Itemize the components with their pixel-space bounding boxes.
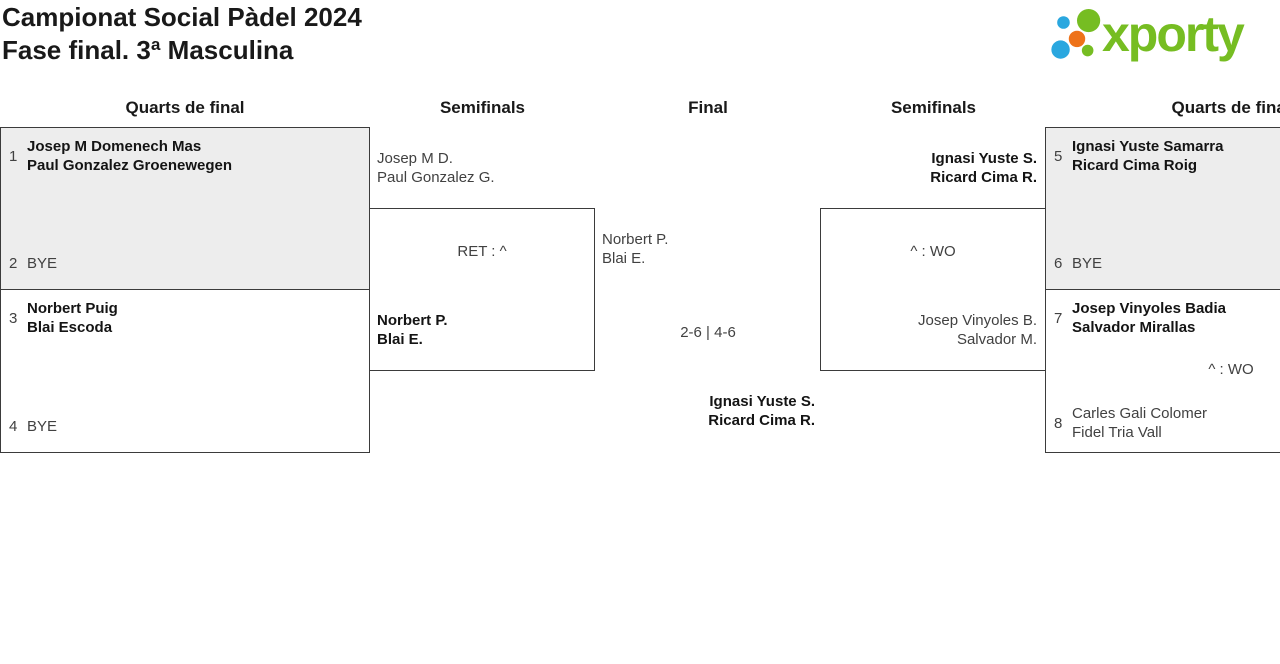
score-semifinal-right: ^ : WO — [910, 243, 956, 260]
logo-dot-blue-large — [1051, 40, 1070, 59]
player-name: Blai Escoda — [27, 319, 113, 336]
logo-dot-orange — [1068, 30, 1086, 48]
team-semifinal-left-top: Josep M D. Paul Gonzalez G. — [377, 149, 495, 187]
player-name: Norbert Puig — [27, 300, 118, 317]
player-name: Josep Vinyoles Badia — [1072, 300, 1226, 317]
player-name: Ricard Cima R. — [708, 412, 815, 429]
player-name: Ignasi Yuste Samarra — [1072, 138, 1224, 155]
player-name: Josep M Domenech Mas — [27, 138, 202, 155]
team-row: 7 Josep Vinyoles Badia Salvador Mirallas — [1054, 299, 1280, 337]
player-name: Josep M D. — [377, 150, 453, 167]
round-header-quarts-right: Quarts de final — [1171, 98, 1280, 117]
team-row: 3 Norbert Puig Blai Escoda — [9, 299, 363, 337]
player-name: Salvador Mirallas — [1072, 319, 1196, 336]
title-line-2: Fase final. 3ª Masculina — [2, 35, 294, 65]
team-row: 2 BYE — [9, 254, 363, 273]
seed-number: 7 — [1054, 309, 1063, 327]
seed-number: 4 — [9, 418, 18, 435]
match-box-qf-2[interactable]: 3 Norbert Puig Blai Escoda 4 BYE — [0, 289, 370, 453]
seed-number: 2 — [9, 255, 18, 272]
player-name: Josep Vinyoles B. — [918, 312, 1037, 329]
team-row: 8 Carles Gali Colomer Fidel Tria Vall — [1054, 404, 1280, 442]
round-header-semifinals-right: Semifinals — [890, 98, 977, 117]
player-name: Blai E. — [377, 331, 423, 348]
score-final: 2-6 | 4-6 — [680, 324, 736, 341]
bye-label: BYE — [27, 418, 58, 435]
player-name: Norbert P. — [377, 312, 448, 329]
team-row: 1 Josep M Domenech Mas Paul Gonzalez Gro… — [9, 137, 363, 175]
player-name: Ignasi Yuste S. — [931, 150, 1037, 167]
player-name: Salvador M. — [956, 331, 1037, 348]
player-name: Paul Gonzalez Groenewegen — [27, 157, 233, 174]
seed-number: 6 — [1054, 255, 1063, 272]
team-semifinal-right-bottom: Josep Vinyoles B. Salvador M. — [918, 311, 1037, 349]
player-name: Blai E. — [602, 250, 646, 267]
round-header-final: Final — [688, 98, 728, 117]
bye-label: BYE — [1072, 255, 1103, 272]
score-qf-4: ^ : WO — [1208, 361, 1254, 378]
seed-number: 5 — [1054, 147, 1063, 165]
team-row: 6 BYE — [1054, 254, 1280, 273]
player-name: Paul Gonzalez G. — [377, 169, 495, 186]
match-box-semifinal-right[interactable] — [820, 208, 1046, 371]
score-semifinal-left: RET : ^ — [457, 243, 507, 260]
seed-number: 3 — [9, 309, 18, 327]
round-header-semifinals-left: Semifinals — [439, 98, 526, 117]
logo-dot-green-large — [1077, 8, 1101, 33]
team-semifinal-left-bottom: Norbert P. Blai E. — [377, 311, 448, 349]
player-name: Fidel Tria Vall — [1072, 424, 1162, 441]
team-row: 4 BYE — [9, 417, 363, 436]
match-box-qf-1[interactable]: 1 Josep M Domenech Mas Paul Gonzalez Gro… — [0, 127, 370, 290]
player-name: Ricard Cima Roig — [1072, 157, 1198, 174]
player-name: Ignasi Yuste S. — [709, 393, 815, 410]
seed-number: 8 — [1054, 414, 1063, 432]
match-box-qf-4[interactable]: 7 Josep Vinyoles Badia Salvador Mirallas… — [1045, 289, 1280, 453]
seed-number: 1 — [9, 147, 18, 165]
logo-dot-green-small — [1081, 44, 1094, 57]
team-final-top: Norbert P. Blai E. — [602, 230, 668, 268]
team-row: 5 Ignasi Yuste Samarra Ricard Cima Roig — [1054, 137, 1280, 175]
player-name: Ricard Cima R. — [930, 169, 1037, 186]
xporty-dots-icon — [1051, 8, 1101, 59]
round-header-quarts-left: Quarts de final — [125, 98, 245, 117]
team-final-winner: Ignasi Yuste S. Ricard Cima R. — [708, 392, 815, 430]
logo-dot-blue-small — [1057, 16, 1070, 29]
player-name: Carles Gali Colomer — [1072, 405, 1208, 422]
match-box-qf-3[interactable]: 5 Ignasi Yuste Samarra Ricard Cima Roig … — [1045, 127, 1280, 290]
match-box-semifinal-left[interactable] — [369, 208, 595, 371]
team-semifinal-right-top: Ignasi Yuste S. Ricard Cima R. — [930, 149, 1037, 187]
title-line-1: Campionat Social Pàdel 2024 — [2, 2, 362, 32]
bye-label: BYE — [27, 255, 58, 272]
xporty-wordmark: xporty — [1102, 6, 1245, 62]
player-name: Norbert P. — [602, 231, 669, 248]
xporty-logo[interactable]: xporty — [1048, 6, 1273, 68]
page-title: Campionat Social Pàdel 2024 Fase final. … — [2, 1, 362, 67]
